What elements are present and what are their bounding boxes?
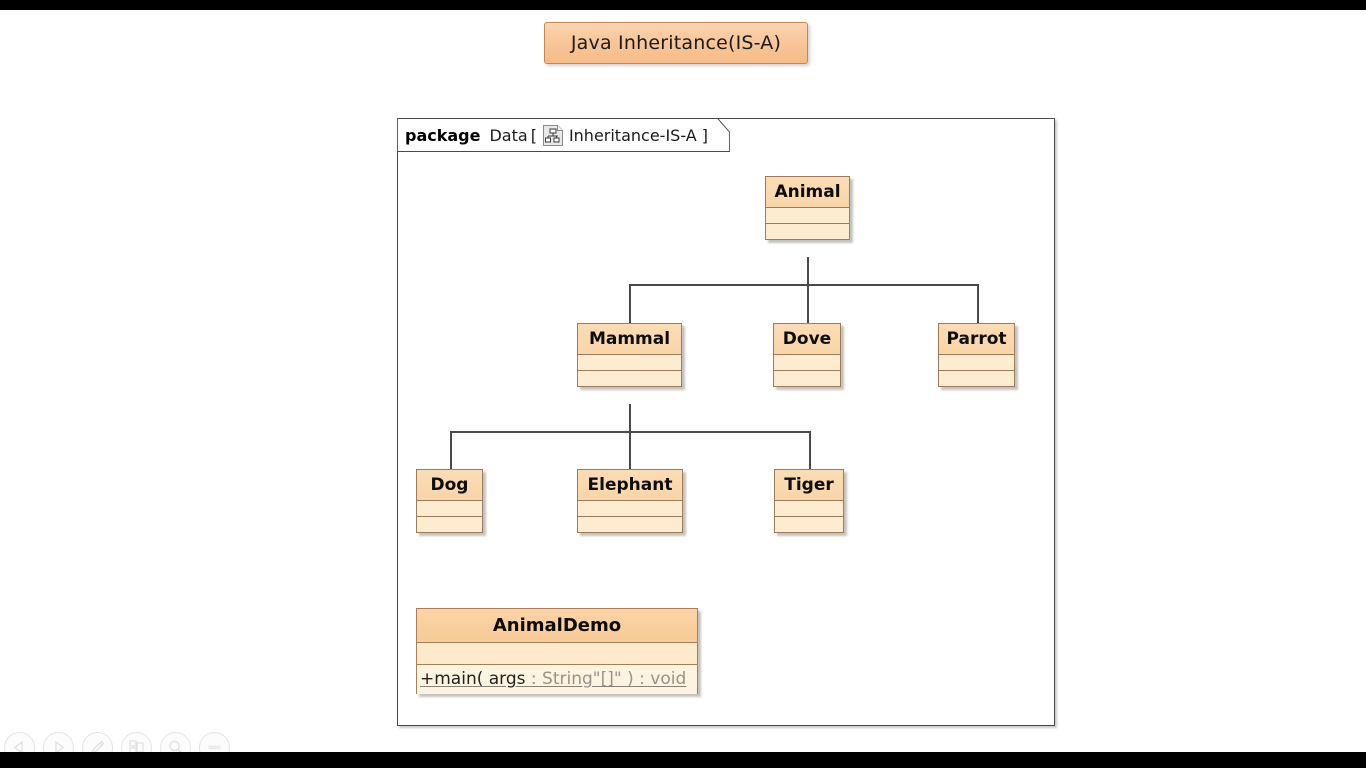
package-diagram-name: Inheritance-IS-A (568, 125, 697, 145)
uml-attributes-compartment (578, 501, 682, 517)
package-keyword: package (405, 125, 481, 145)
uml-class-name: Parrot (939, 324, 1014, 355)
letterbox-top-bar (0, 0, 1366, 10)
uml-attributes-compartment (774, 355, 840, 371)
letterbox-bottom-bar (0, 752, 1366, 768)
uml-operation-main[interactable]: +main( args : String"[]" ) : void (417, 665, 697, 694)
uml-class-animaldemo[interactable]: AnimalDemo +main( args : String"[]" ) : … (416, 608, 698, 694)
uml-class-dove[interactable]: Dove (773, 323, 841, 387)
uml-operation-name: +main( args (420, 669, 526, 689)
connector-animal-stem (807, 257, 809, 285)
connector-drop-elephant (629, 431, 631, 475)
diagram-title-text: Java Inheritance(IS-A) (570, 32, 782, 54)
uml-class-name: Dove (774, 324, 840, 355)
more-dots-icon (206, 739, 223, 756)
uml-class-name: Elephant (578, 470, 682, 501)
uml-operation-signature-tail: : String"[]" ) : void (525, 669, 687, 689)
uml-class-name: Animal (766, 177, 849, 208)
uml-class-animal[interactable]: Animal (765, 176, 850, 240)
forward-triangle-icon (51, 740, 66, 755)
package-tab-shape (397, 118, 730, 152)
uml-operations-compartment (578, 517, 682, 532)
uml-operations-compartment (417, 517, 482, 532)
uml-operations-compartment (775, 517, 843, 532)
uml-attributes-compartment (775, 501, 843, 517)
class-diagram-icon (542, 124, 563, 146)
uml-operations-compartment (774, 371, 840, 386)
uml-class-elephant[interactable]: Elephant (577, 469, 683, 533)
uml-attributes-compartment (766, 208, 849, 224)
uml-attributes-compartment (939, 355, 1014, 371)
connector-mammal-stem (629, 404, 631, 432)
uml-attributes-compartment (417, 643, 697, 665)
connector-drop-dove (807, 284, 809, 328)
uml-attributes-compartment (578, 355, 681, 371)
package-header-tab[interactable]: package Data [ Inheritance-IS-A ] (397, 118, 730, 152)
uml-class-tiger[interactable]: Tiger (774, 469, 844, 533)
uml-class-parrot[interactable]: Parrot (938, 323, 1015, 387)
connector-drop-tiger (809, 431, 811, 475)
uml-class-name: Tiger (775, 470, 843, 501)
connector-drop-parrot (977, 284, 979, 328)
package-bracket-close: ] (701, 125, 708, 145)
diagram-canvas[interactable]: Java Inheritance(IS-A) package Data [ (0, 10, 1366, 763)
uml-class-name: Dog (417, 470, 482, 501)
uml-operations-compartment (939, 371, 1014, 386)
connector-drop-mammal (629, 284, 631, 328)
uml-operations-compartment (578, 371, 681, 386)
uml-class-mammal[interactable]: Mammal (577, 323, 682, 387)
uml-class-name: Mammal (578, 324, 681, 355)
diagram-title-banner[interactable]: Java Inheritance(IS-A) (544, 22, 808, 64)
uml-operations-compartment (766, 224, 849, 239)
connector-bus-animal (629, 284, 979, 286)
uml-class-dog[interactable]: Dog (416, 469, 483, 533)
back-triangle-icon (12, 740, 27, 755)
uml-class-name: AnimalDemo (417, 609, 697, 643)
connector-drop-dog (450, 431, 452, 475)
package-name: Data (489, 125, 528, 145)
uml-attributes-compartment (417, 501, 482, 517)
package-bracket-open: [ (530, 125, 537, 145)
